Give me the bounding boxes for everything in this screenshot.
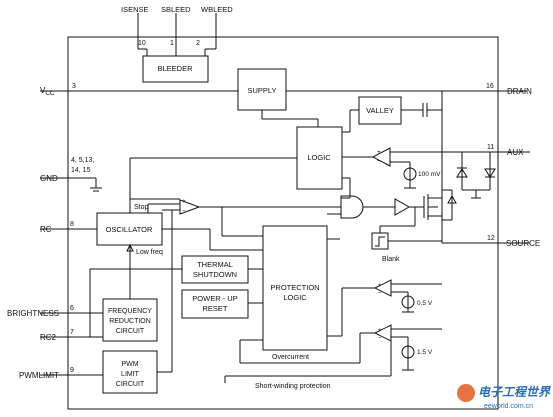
svg-text:+: + — [182, 198, 186, 205]
watermark-title: 电子工程世界 — [478, 385, 551, 399]
pin-num-10: 10 — [138, 40, 146, 47]
pwm-label-1: PWM — [121, 361, 138, 368]
freq-label-1: FREQUENCY — [108, 308, 152, 315]
thermal-label-1: THERMAL — [197, 260, 233, 269]
oscillator-label: OSCILLATOR — [106, 225, 153, 234]
short-winding-label: Short-winding protection — [255, 383, 331, 390]
pin-sbleed-label: SBLEED — [161, 5, 191, 14]
pin-num-11: 11 — [487, 144, 494, 151]
ref-15v-label: 1.5 V — [417, 349, 433, 356]
protection-label-2: LOGIC — [283, 293, 307, 302]
pin-isense-label: ISENSE — [121, 5, 149, 14]
pin-wbleed-label: WBLEED — [201, 5, 233, 14]
svg-text:−: − — [377, 158, 381, 165]
pin-num-2: 2 — [196, 40, 200, 47]
pin-num-9: 9 — [70, 367, 74, 374]
pin-gnd-label: GND — [40, 174, 58, 183]
blank-label: Blank — [382, 256, 400, 263]
svg-text:+: + — [378, 327, 382, 334]
svg-text:+: + — [377, 149, 381, 156]
svg-text:−: − — [378, 290, 382, 297]
supply-label: SUPPLY — [247, 86, 276, 95]
watermark-url: eeworld.com.cn — [484, 403, 533, 410]
pin-num-12: 12 — [487, 235, 495, 242]
pin-num-3: 3 — [72, 83, 76, 90]
pin-brightness-label: BRIGHTNESS — [7, 309, 59, 318]
bleeder-block — [142, 55, 209, 83]
pin-num-6: 6 — [70, 305, 74, 312]
freq-label-3: CIRCUIT — [116, 328, 145, 335]
pin-vcc-label: VCC — [40, 86, 55, 97]
chip-outline — [67, 36, 499, 410]
pin-aux-label: AUX — [507, 148, 524, 157]
watermark: 电子工程世界 eeworld.com.cn — [457, 384, 551, 410]
pin-drain-label: DRAIN — [507, 87, 532, 96]
overcurrent-label: Overcurrent — [272, 354, 309, 361]
pin-gnd-numbers-1: 4, 5,13, — [71, 157, 94, 164]
power-up-reset-block — [181, 289, 249, 319]
powerup-label-2: RESET — [202, 304, 227, 313]
pin-rc-label: RC — [40, 225, 52, 234]
svg-text:−: − — [182, 208, 186, 215]
logic-label: LOGIC — [307, 153, 331, 162]
pin-source-label: SOURCE — [506, 239, 540, 248]
pin-num-1: 1 — [170, 40, 174, 47]
pin-pwmlimit-label: PWMLIMIT — [19, 371, 59, 380]
stop-label: Stop — [134, 204, 149, 211]
pin-num-8: 8 — [70, 221, 74, 228]
low-freq-label: Low freq — [136, 249, 163, 256]
ref-100mv-label: 100 mV — [418, 171, 441, 178]
pwm-label-3: CIRCUIT — [116, 381, 145, 388]
svg-text:+: + — [378, 282, 382, 289]
valley-label: VALLEY — [366, 106, 394, 115]
pin-gnd-numbers-2: 14, 15 — [71, 167, 91, 174]
pin-num-16: 16 — [486, 83, 494, 90]
ref-05v-label: 0.5 V — [417, 300, 433, 307]
freq-label-2: REDUCTION — [109, 318, 151, 325]
pin-num-7: 7 — [70, 329, 74, 336]
thermal-label-2: SHUTDOWN — [193, 270, 237, 279]
pin-rc2-label: RC2 — [40, 333, 57, 342]
protection-logic-block — [262, 225, 328, 351]
bleeder-label: BLEEDER — [157, 64, 193, 73]
protection-label-1: PROTECTION — [270, 283, 319, 292]
pwm-label-2: LIMIT — [121, 371, 140, 378]
powerup-label-1: POWER - UP — [192, 294, 237, 303]
svg-text:−: − — [378, 335, 382, 342]
